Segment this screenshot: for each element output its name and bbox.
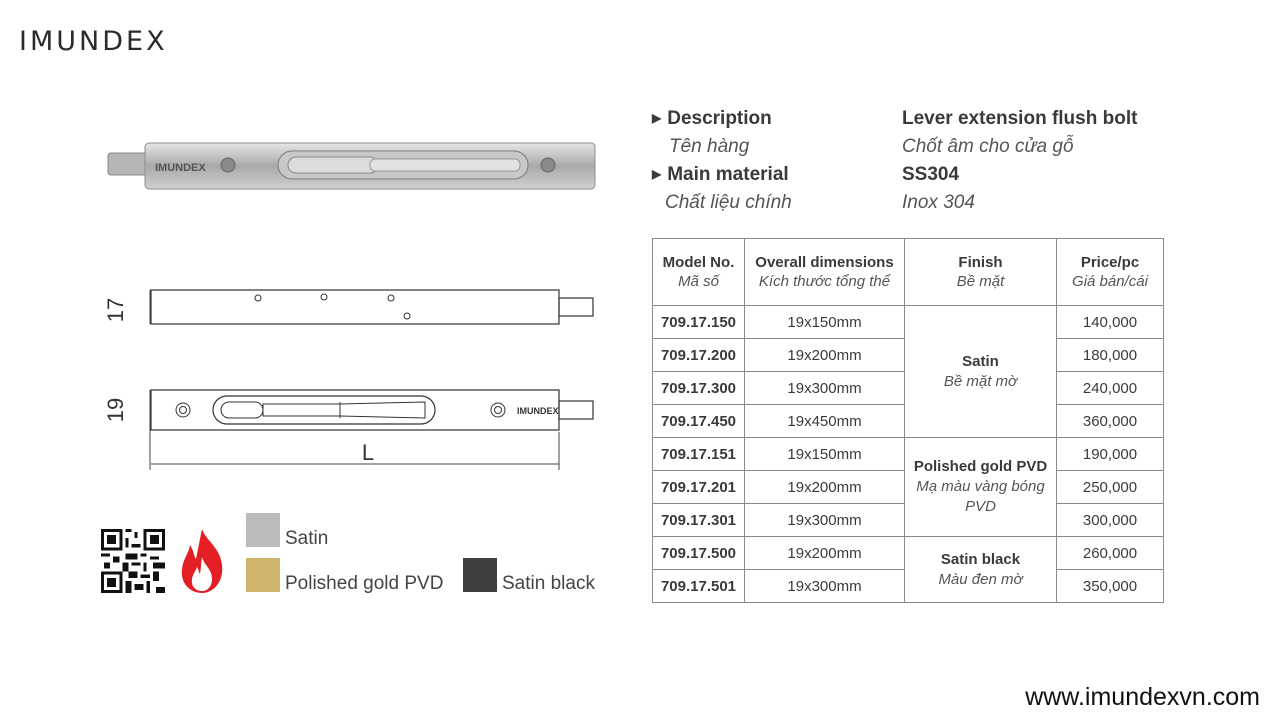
length-label: L <box>362 440 374 465</box>
plate-brand-text: IMUNDEX <box>517 406 559 416</box>
height-label-side: 17 <box>103 298 128 322</box>
description-value: Lever extension flush bolt <box>902 108 1138 129</box>
dimension-cell: 19x300mm <box>744 371 905 405</box>
website-url[interactable]: www.imundexvn.com <box>1025 683 1260 711</box>
black-swatch[interactable] <box>463 558 497 592</box>
price-cell: 250,000 <box>1056 470 1164 504</box>
model-cell: 709.17.450 <box>652 404 745 438</box>
bullet-triangle-icon: ▶ <box>652 167 662 181</box>
satin-swatch-label: Satin <box>285 528 329 549</box>
material-label: ▶Main material <box>652 164 789 185</box>
model-cell: 709.17.500 <box>652 536 745 570</box>
dimension-cell: 19x150mm <box>744 437 905 471</box>
table-row: 709.17.200 19x200mm 180,000 <box>652 338 1164 372</box>
model-cell: 709.17.201 <box>652 470 745 504</box>
satin-swatch[interactable] <box>246 513 280 547</box>
fire-rated-icon <box>181 529 223 593</box>
price-cell: 350,000 <box>1056 569 1164 603</box>
price-cell: 240,000 <box>1056 371 1164 405</box>
model-cell: 709.17.151 <box>652 437 745 471</box>
bullet-triangle-icon: ▶ <box>652 111 662 125</box>
model-cell: 709.17.300 <box>652 371 745 405</box>
table-row: 709.17.450 19x450mm 360,000 <box>652 404 1164 438</box>
material-value-sub: Inox 304 <box>902 192 975 213</box>
gold-swatch[interactable] <box>246 558 280 592</box>
price-cell: 180,000 <box>1056 338 1164 372</box>
price-cell: 190,000 <box>1056 437 1164 471</box>
side-view-drawing: 17 <box>103 289 594 325</box>
material-sublabel: Chất liệu chính <box>665 192 792 213</box>
header-model: Model No.Mã số <box>652 238 745 306</box>
height-label-front: 19 <box>103 398 128 422</box>
table-row: 709.17.300 19x300mm 240,000 <box>652 371 1164 405</box>
dimension-cell: 19x150mm <box>744 305 905 339</box>
brand-logo: IMUNDEX <box>19 26 168 57</box>
table-row: 709.17.201 19x200mm 250,000 <box>652 470 1164 504</box>
description-label: ▶Description <box>652 108 772 129</box>
price-cell: 360,000 <box>1056 404 1164 438</box>
dimension-cell: 19x300mm <box>744 569 905 603</box>
dimension-cell: 19x200mm <box>744 536 905 570</box>
dimension-cell: 19x300mm <box>744 503 905 537</box>
model-cell: 709.17.150 <box>652 305 745 339</box>
description-value-sub: Chốt âm cho cửa gỗ <box>902 136 1074 157</box>
table-row: 709.17.301 19x300mm 300,000 <box>652 503 1164 537</box>
description-sublabel: Tên hàng <box>669 136 750 157</box>
material-value: SS304 <box>902 164 960 185</box>
dimension-cell: 19x450mm <box>744 404 905 438</box>
qr-code-icon[interactable] <box>101 529 165 593</box>
price-cell: 260,000 <box>1056 536 1164 570</box>
photo-brand-text: IMUNDEX <box>155 162 206 174</box>
black-swatch-label: Satin black <box>502 573 595 594</box>
product-photo: IMUNDEX <box>107 142 596 190</box>
model-cell: 709.17.200 <box>652 338 745 372</box>
price-cell: 140,000 <box>1056 305 1164 339</box>
table-row: 709.17.501 19x300mm 350,000 <box>652 569 1164 603</box>
front-view-drawing: IMUNDEX 19 L <box>103 389 594 470</box>
dimension-cell: 19x200mm <box>744 338 905 372</box>
dimension-cell: 19x200mm <box>744 470 905 504</box>
model-cell: 709.17.501 <box>652 569 745 603</box>
price-cell: 300,000 <box>1056 503 1164 537</box>
gold-swatch-label: Polished gold PVD <box>285 573 444 594</box>
model-cell: 709.17.301 <box>652 503 745 537</box>
